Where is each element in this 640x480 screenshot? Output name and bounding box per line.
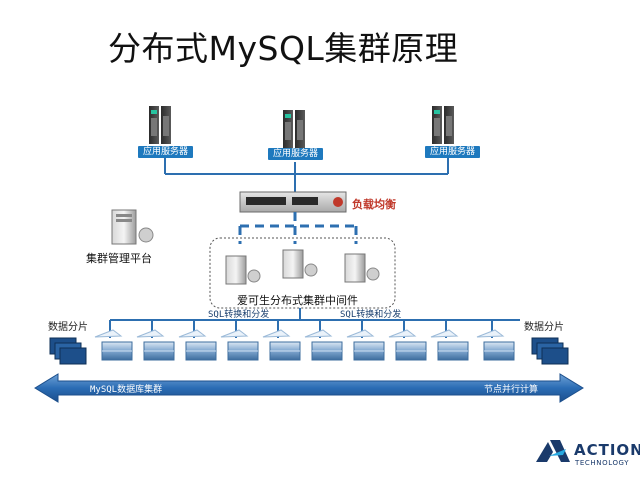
logo-name: ACTION — [574, 441, 640, 459]
data-shard-icon-right — [531, 337, 569, 365]
app-server-label: 应用服务器 — [425, 146, 481, 158]
data-shard-label-left: 数据分片 — [48, 322, 88, 333]
app-server-icon — [283, 110, 305, 148]
cluster-arrow-icon — [34, 373, 584, 403]
app-server-label: 应用服务器 — [138, 146, 194, 158]
app-server-icon — [432, 106, 454, 144]
middleware-server-icon — [225, 255, 261, 285]
load-balancer-label: 负载均衡 — [352, 198, 396, 211]
middleware-box — [209, 237, 396, 309]
sql-routing-label-right: SQL转换和分发 — [340, 310, 402, 320]
db-node-icon — [178, 329, 217, 361]
db-node-icon — [304, 329, 343, 361]
middleware-label: 爱可生分布式集群中间件 — [237, 294, 358, 307]
db-node-icon — [136, 329, 175, 361]
db-node-icon — [476, 329, 515, 361]
data-shard-label-right: 数据分片 — [524, 322, 564, 333]
app-server-label: 应用服务器 — [268, 148, 324, 160]
db-node-icon — [94, 329, 133, 361]
middleware-connector — [238, 212, 358, 244]
cluster-arrow-label-left: MySQL数据库集群 — [90, 385, 163, 395]
db-node-icon — [388, 329, 427, 361]
cluster-arrow-label-right: 节点并行计算 — [484, 385, 539, 395]
db-node-icon — [430, 329, 469, 361]
db-node-icon — [346, 329, 385, 361]
management-server-icon — [111, 209, 154, 245]
sql-routing-label-left: SQL转换和分发 — [208, 310, 270, 320]
db-node-icon — [220, 329, 259, 361]
load-balancer-icon — [239, 191, 347, 213]
db-node-icon — [262, 329, 301, 361]
page-title: 分布式MySQL集群原理 — [108, 29, 459, 68]
middleware-server-icon — [344, 253, 380, 283]
connector-lines — [164, 158, 449, 192]
action-logo-icon — [536, 440, 570, 462]
logo-subtitle: TECHNOLOGY — [575, 459, 630, 467]
management-label: 集群管理平台 — [86, 252, 152, 265]
middleware-server-icon — [282, 249, 318, 279]
app-server-icon — [149, 106, 171, 144]
data-shard-icon-left — [49, 337, 87, 365]
